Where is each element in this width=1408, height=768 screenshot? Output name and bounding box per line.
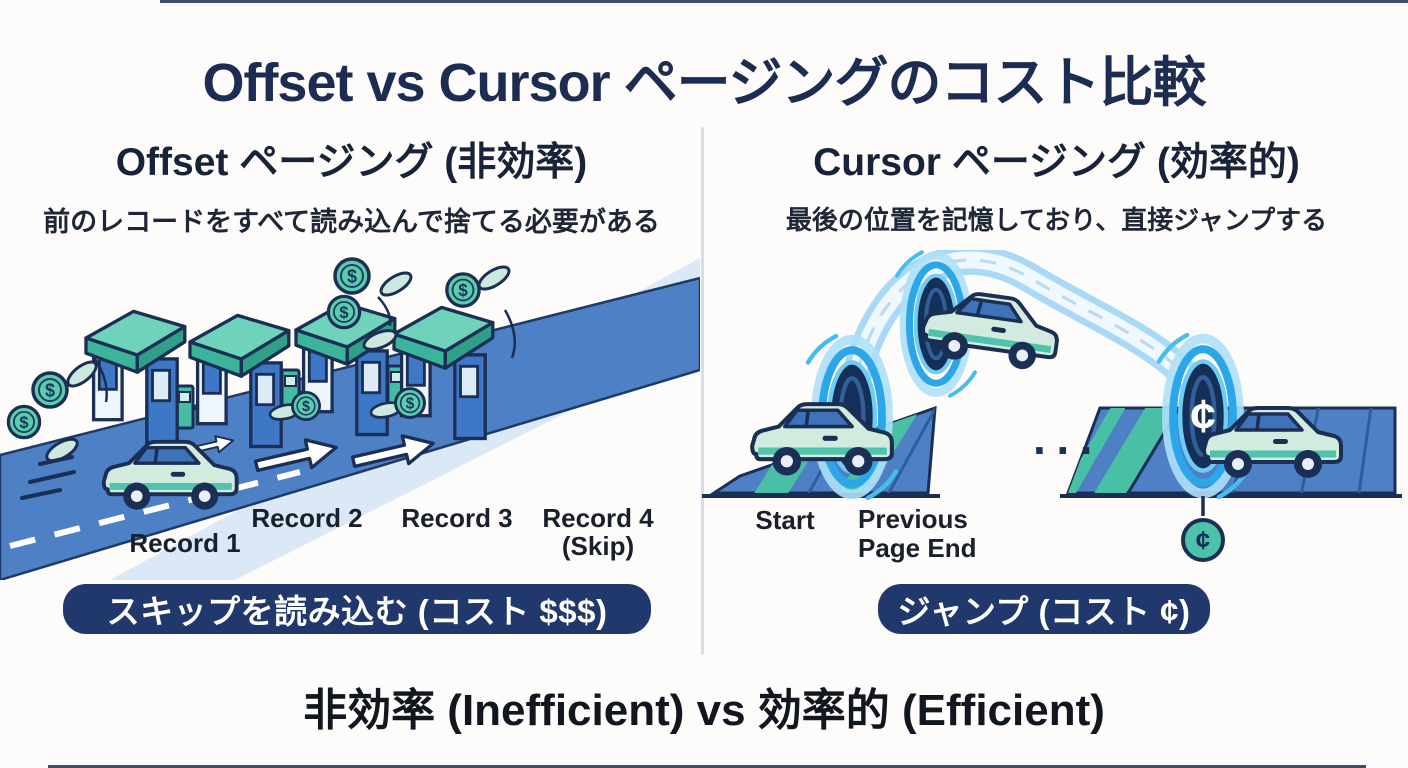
speed-lines bbox=[20, 455, 76, 500]
coin-trails bbox=[90, 296, 517, 403]
offset-toll-illustration bbox=[0, 257, 700, 580]
jump-trail bbox=[837, 250, 1217, 415]
cursor-subtitle: 最後の位置を記憶しており、直接ジャンプする bbox=[785, 205, 1328, 235]
previous-label-line1: Previous bbox=[858, 504, 968, 534]
dollar-coin-icon bbox=[445, 272, 481, 308]
dollar-coin-icon bbox=[326, 294, 362, 330]
dollar-coin-icon bbox=[333, 257, 371, 295]
dollar-coin-icon bbox=[6, 404, 42, 440]
svg-text:¢: ¢ bbox=[1196, 525, 1210, 555]
record-1-label: Record 1 bbox=[129, 528, 241, 558]
panel-divider bbox=[701, 127, 704, 655]
previous-page-end-label: Previous Page End bbox=[858, 504, 977, 564]
cursor-heading: Cursor ページング (効率的) bbox=[813, 141, 1300, 184]
start-label: Start bbox=[755, 505, 815, 535]
record-4-skip-note: (Skip) bbox=[561, 531, 635, 561]
record-4-label: Record 4 bbox=[542, 503, 654, 533]
cursor-jump-illustration: ¢ ··· ¢ bbox=[702, 250, 1402, 562]
offset-cost-badge: スキップを読み込む (コスト $$$) bbox=[63, 584, 651, 634]
record-2-label: Record 2 bbox=[251, 503, 363, 533]
footer-verdict: 非効率 (Inefficient) vs 効率的 (Efficient) bbox=[303, 686, 1105, 735]
offset-heading: Offset ページング (非効率) bbox=[115, 141, 588, 184]
top-border bbox=[160, 0, 1408, 3]
gap-dots: ··· bbox=[1033, 424, 1103, 476]
bottom-border bbox=[48, 765, 1366, 768]
coin-edge-icon bbox=[474, 261, 514, 295]
page-title: Offset vs Cursor ページングのコスト比較 bbox=[202, 53, 1206, 113]
record-3-label: Record 3 bbox=[401, 503, 513, 533]
offset-subtitle: 前のレコードをすべて読み込んで捨てる必要がある bbox=[43, 207, 660, 237]
previous-label-line2: Page End bbox=[858, 533, 977, 564]
dollar-coin-icon bbox=[290, 390, 322, 422]
road-dashes bbox=[9, 469, 301, 549]
dollar-coin-icon bbox=[394, 387, 426, 419]
dollar-coin-icon bbox=[31, 371, 69, 409]
coin-edge-icon bbox=[376, 267, 416, 301]
cursor-cost-badge: ジャンプ (コスト ¢) bbox=[878, 584, 1210, 634]
cent-coin-icon: ¢ bbox=[1181, 518, 1225, 562]
